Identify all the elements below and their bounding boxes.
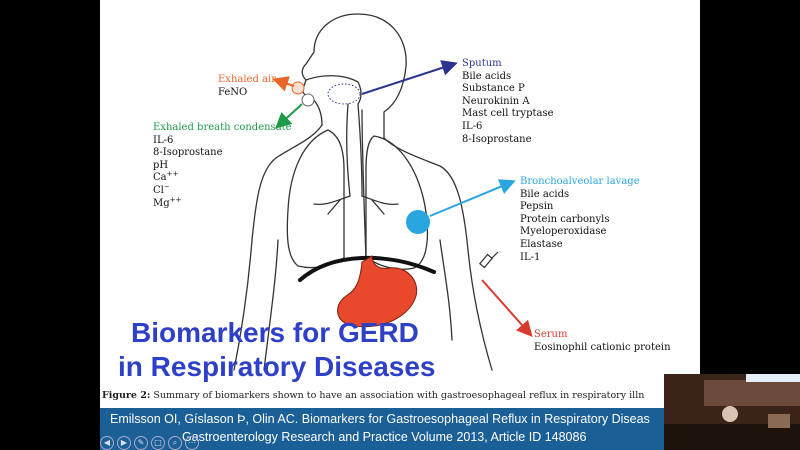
bal-dot [406,210,430,234]
sputum-item: 8-Isoprostane [462,133,532,145]
webcam-scene [664,374,800,450]
syringe [478,251,499,269]
condensate-bubble [301,93,315,107]
condensate-ion: Cl− [153,182,170,196]
body-diagram [233,13,533,371]
slideshow-controls: ◀▶✎□⌕⋯ [100,432,210,450]
lung-left [286,129,345,269]
exhaled-air-label: Exhaled air FeNO [218,74,276,99]
serum-heading: Serum [534,329,568,340]
condensate-ion: Mg++ [153,195,182,209]
figure-caption-label: Figure 2: [102,390,151,401]
sputum-heading: Sputum [462,58,502,69]
condensate-heading: Exhaled breath condensate [153,122,292,133]
bronchi [313,195,399,215]
arrow-left-icon[interactable]: ◀ [100,436,114,450]
esophagus [361,109,373,277]
overlay-title-2: in Respiratory Diseases [118,350,436,384]
bal-heading: Bronchoalveolar lavage [520,176,640,187]
condensate-item: pH [153,159,169,171]
condensate-item: IL-6 [153,134,174,146]
bal-item: Protein carbonyls [520,213,610,225]
inner-arm-right [439,239,453,341]
figure-caption: Figure 2: Summary of biomarkers shown to… [102,390,644,401]
body-right-outline [383,137,493,371]
citation-bar: Emilsson OI, Gíslason Þ, Olin AC. Biomar… [100,408,700,450]
bal-arrow [429,179,516,217]
overlay-title: Biomarkers for GERD [131,316,419,350]
overlay-title-line2: in Respiratory Diseases [118,351,436,382]
exhaled-air-bubble [291,81,305,95]
figure-caption-text: Summary of biomarkers shown to have an a… [153,390,645,401]
sputum-dots [327,83,361,105]
bal-label: Bronchoalveolar lavage Bile acids Pepsin… [520,176,640,264]
pen-icon[interactable]: ✎ [134,436,148,450]
serum-label: Serum Eosinophil cationic protein [534,329,671,354]
bal-item: Pepsin [520,201,554,213]
serum-arrow [481,279,533,337]
trachea [346,103,363,197]
webcam-thumbnail [664,374,800,450]
bal-item: IL-1 [520,251,541,263]
body-left-outline [233,124,323,371]
condensate-arrow [275,103,303,129]
sputum-item: Mast cell tryptase [462,108,554,120]
citation-line2: Gastroenterology Research and Practice V… [182,430,587,444]
zoom-icon[interactable]: ⌕ [168,436,182,450]
sputum-arrow [361,60,458,95]
head-outline [301,13,407,139]
sputum-item: Neurokinin A [462,95,530,107]
sputum-item: Substance P [462,83,525,95]
condensate-label: Exhaled breath condensate IL-6 8-Isopros… [153,122,292,210]
sputum-item: IL-6 [462,120,483,132]
condensate-item: 8-Isoprostane [153,147,223,159]
bal-item: Bile acids [520,188,570,200]
serum-item: Eosinophil cationic protein [534,341,671,353]
condensate-ion: Ca++ [153,170,179,184]
slide: Exhaled air FeNO Sputum Bile acids Subst… [100,0,700,450]
diaphragm [298,255,436,282]
exhaled-air-item: FeNO [218,86,248,98]
exhaled-air-arrow [272,76,295,92]
nasal-cavity [305,75,362,105]
bal-item: Elastase [520,238,563,250]
overlay-title-line1: Biomarkers for GERD [131,317,419,348]
bal-item: Myeloperoxidase [520,226,607,238]
lung-right [365,135,429,270]
slides-icon[interactable]: □ [151,436,165,450]
sputum-label: Sputum Bile acids Substance P Neurokinin… [462,58,554,146]
sputum-item: Bile acids [462,70,512,82]
inner-arm-left [263,239,279,371]
citation-line1: Emilsson OI, Gíslason Þ, Olin AC. Biomar… [110,412,650,426]
arrow-right-icon[interactable]: ▶ [117,436,131,450]
more-icon[interactable]: ⋯ [185,436,199,450]
exhaled-air-heading: Exhaled air [218,74,276,85]
stomach [337,255,418,328]
